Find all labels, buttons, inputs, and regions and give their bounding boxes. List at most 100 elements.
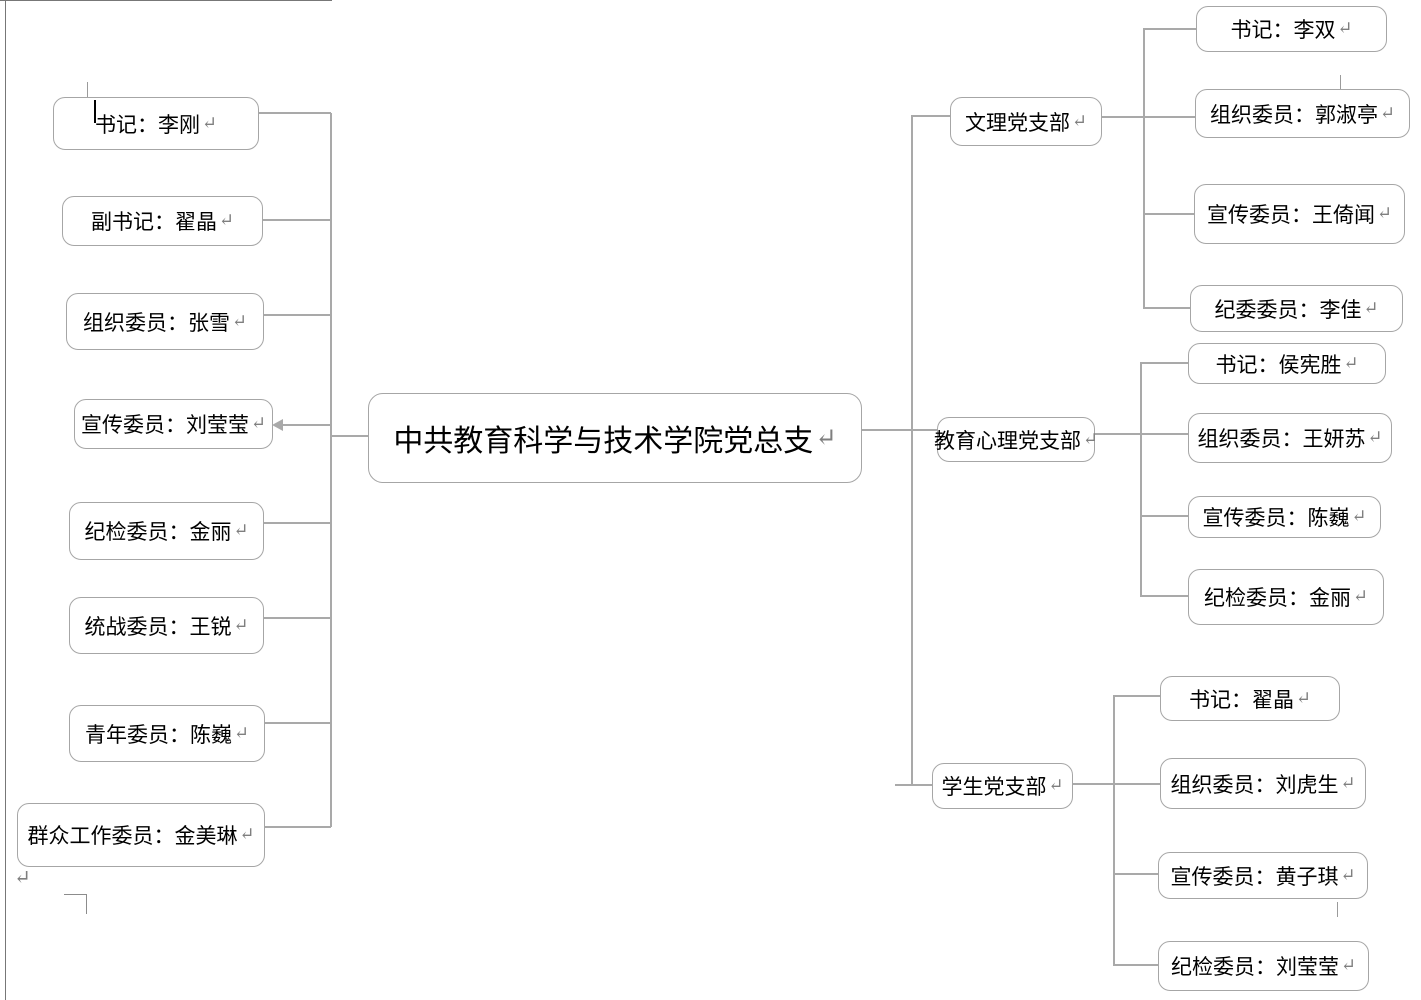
left-member-node[interactable]: 副书记：翟晶↵ xyxy=(62,196,263,246)
node-label: 书记：李刚 xyxy=(95,112,201,137)
connector-line xyxy=(264,617,331,619)
connector-line xyxy=(330,435,369,437)
node-label: 纪检委员：金丽 xyxy=(1204,586,1352,610)
branch-member-node[interactable]: 组织委员：王妍苏↵ xyxy=(1188,413,1392,463)
node-label: 纪委委员：李佳 xyxy=(1214,297,1362,322)
left-member-node[interactable]: 统战委员：王锐↵ xyxy=(69,597,264,654)
node-label: 组织委员：郭淑亭 xyxy=(1210,102,1379,127)
return-mark: ↵ xyxy=(1351,506,1367,527)
return-mark: ↵ xyxy=(219,210,234,231)
root-node[interactable]: 中共教育科学与技术学院党总支↵ xyxy=(368,393,862,483)
return-mark: ↵ xyxy=(1083,428,1098,449)
branch-member-node[interactable]: 纪检委员：金丽↵ xyxy=(1188,569,1384,625)
connector-line xyxy=(911,115,913,786)
return-mark: ↵ xyxy=(1377,203,1392,224)
return-mark: ↵ xyxy=(1072,110,1087,131)
text-cursor xyxy=(94,100,96,123)
connector-line xyxy=(1143,307,1191,309)
return-mark: ↵ xyxy=(202,112,217,133)
return-mark: ↵ xyxy=(234,722,249,743)
connector-line xyxy=(264,314,331,316)
connector-line xyxy=(1140,362,1189,364)
return-mark: ↵ xyxy=(1340,864,1356,885)
page-left-border xyxy=(5,0,6,1000)
connector-line xyxy=(911,115,951,117)
node-label: 组织委员：王妍苏 xyxy=(1197,427,1366,451)
node-label: 纪检委员：刘莹莹 xyxy=(1171,955,1340,979)
node-label: 青年委员：陈巍 xyxy=(85,722,233,747)
return-mark: ↵ xyxy=(233,520,249,541)
left-member-node[interactable]: 青年委员：陈巍↵ xyxy=(69,705,265,762)
connector-line xyxy=(1113,695,1115,966)
left-member-node[interactable]: 书记：李刚↵ xyxy=(53,97,259,150)
connector-line xyxy=(1140,515,1189,517)
return-mark: ↵ xyxy=(1343,352,1359,373)
node-label: 中共教育科学与技术学院党总支 xyxy=(393,425,814,458)
branch-member-node[interactable]: 宣传委员：王倚闻↵ xyxy=(1194,184,1405,244)
branch-member-node[interactable]: 书记：翟晶↵ xyxy=(1160,676,1340,721)
node-label: 组织委员：张雪 xyxy=(83,310,231,335)
return-mark: ↵ xyxy=(1340,772,1356,793)
branch-member-node[interactable]: 书记：李双↵ xyxy=(1196,6,1387,52)
return-mark: ↵ xyxy=(1380,102,1395,123)
connector-line xyxy=(1140,362,1142,596)
connector-line xyxy=(895,784,933,786)
branch-node[interactable]: 学生党支部↵ xyxy=(932,763,1073,809)
left-member-node[interactable]: 群众工作委员：金美琳↵ xyxy=(17,803,265,867)
return-mark: ↵ xyxy=(1048,775,1064,796)
node-label: 纪检委员：金丽 xyxy=(84,520,232,544)
anchor-tick xyxy=(1340,75,1341,91)
left-member-node[interactable]: 组织委员：张雪↵ xyxy=(66,293,264,350)
left-member-node[interactable]: 纪检委员：金丽↵ xyxy=(69,502,264,560)
branch-member-node[interactable]: 宣传委员：黄子琪↵ xyxy=(1158,852,1368,899)
anchor-tick xyxy=(1337,902,1338,917)
left-member-node[interactable]: 宣传委员：刘莹莹↵ xyxy=(74,399,273,449)
node-label: 文理党支部 xyxy=(965,110,1071,135)
node-label: 书记：侯宪胜 xyxy=(1215,352,1342,377)
arrowhead-left-icon xyxy=(272,419,283,431)
node-label: 宣传委员：王倚闻 xyxy=(1207,203,1376,227)
connector-line xyxy=(259,112,331,114)
node-label: 群众工作委员：金美琳 xyxy=(27,824,238,848)
text-boundary-corner-mark xyxy=(64,894,87,895)
connector-line xyxy=(1113,873,1159,875)
connector-line xyxy=(1143,28,1197,30)
return-mark: ↵ xyxy=(1353,586,1368,607)
node-label: 教育心理党支部 xyxy=(934,428,1082,453)
connector-line xyxy=(265,722,331,724)
branch-member-node[interactable]: 组织委员：刘虎生↵ xyxy=(1160,758,1366,809)
connector-line xyxy=(1143,213,1195,215)
branch-node[interactable]: 文理党支部↵ xyxy=(950,97,1102,146)
return-mark: ↵ xyxy=(232,310,247,331)
connector-line xyxy=(862,429,938,431)
branch-member-node[interactable]: 纪委委员：李佳↵ xyxy=(1190,285,1403,332)
page-top-border xyxy=(0,0,332,1)
return-mark: ↵ xyxy=(1341,955,1356,976)
connector-line xyxy=(263,219,331,221)
node-label: 宣传委员：陈巍 xyxy=(1202,506,1350,530)
node-label: 书记：翟晶 xyxy=(1189,687,1295,712)
connector-line xyxy=(1095,433,1189,435)
connector-line xyxy=(330,113,332,827)
return-mark: ↵ xyxy=(239,824,255,845)
connector-line xyxy=(1113,964,1159,966)
paragraph-return-mark: ↵ xyxy=(14,867,31,889)
branch-member-node[interactable]: 书记：侯宪胜↵ xyxy=(1188,343,1386,384)
branch-node[interactable]: 教育心理党支部↵ xyxy=(934,417,1098,462)
connector-line xyxy=(282,424,331,426)
branch-member-node[interactable]: 纪检委员：刘莹莹↵ xyxy=(1158,941,1369,991)
anchor-tick xyxy=(87,82,88,98)
connector-line xyxy=(264,522,331,524)
node-label: 副书记：翟晶 xyxy=(91,210,218,234)
branch-member-node[interactable]: 宣传委员：陈巍↵ xyxy=(1188,496,1381,538)
node-label: 统战委员：王锐 xyxy=(84,614,232,639)
node-label: 宣传委员：黄子琪 xyxy=(1170,864,1339,889)
node-label: 组织委员：刘虎生 xyxy=(1170,772,1339,797)
connector-line xyxy=(1102,116,1196,118)
return-mark: ↵ xyxy=(815,423,837,453)
connector-line xyxy=(1143,28,1145,309)
return-mark: ↵ xyxy=(1367,427,1383,448)
connector-line xyxy=(265,826,331,828)
branch-member-node[interactable]: 组织委员：郭淑亭↵ xyxy=(1195,89,1410,138)
